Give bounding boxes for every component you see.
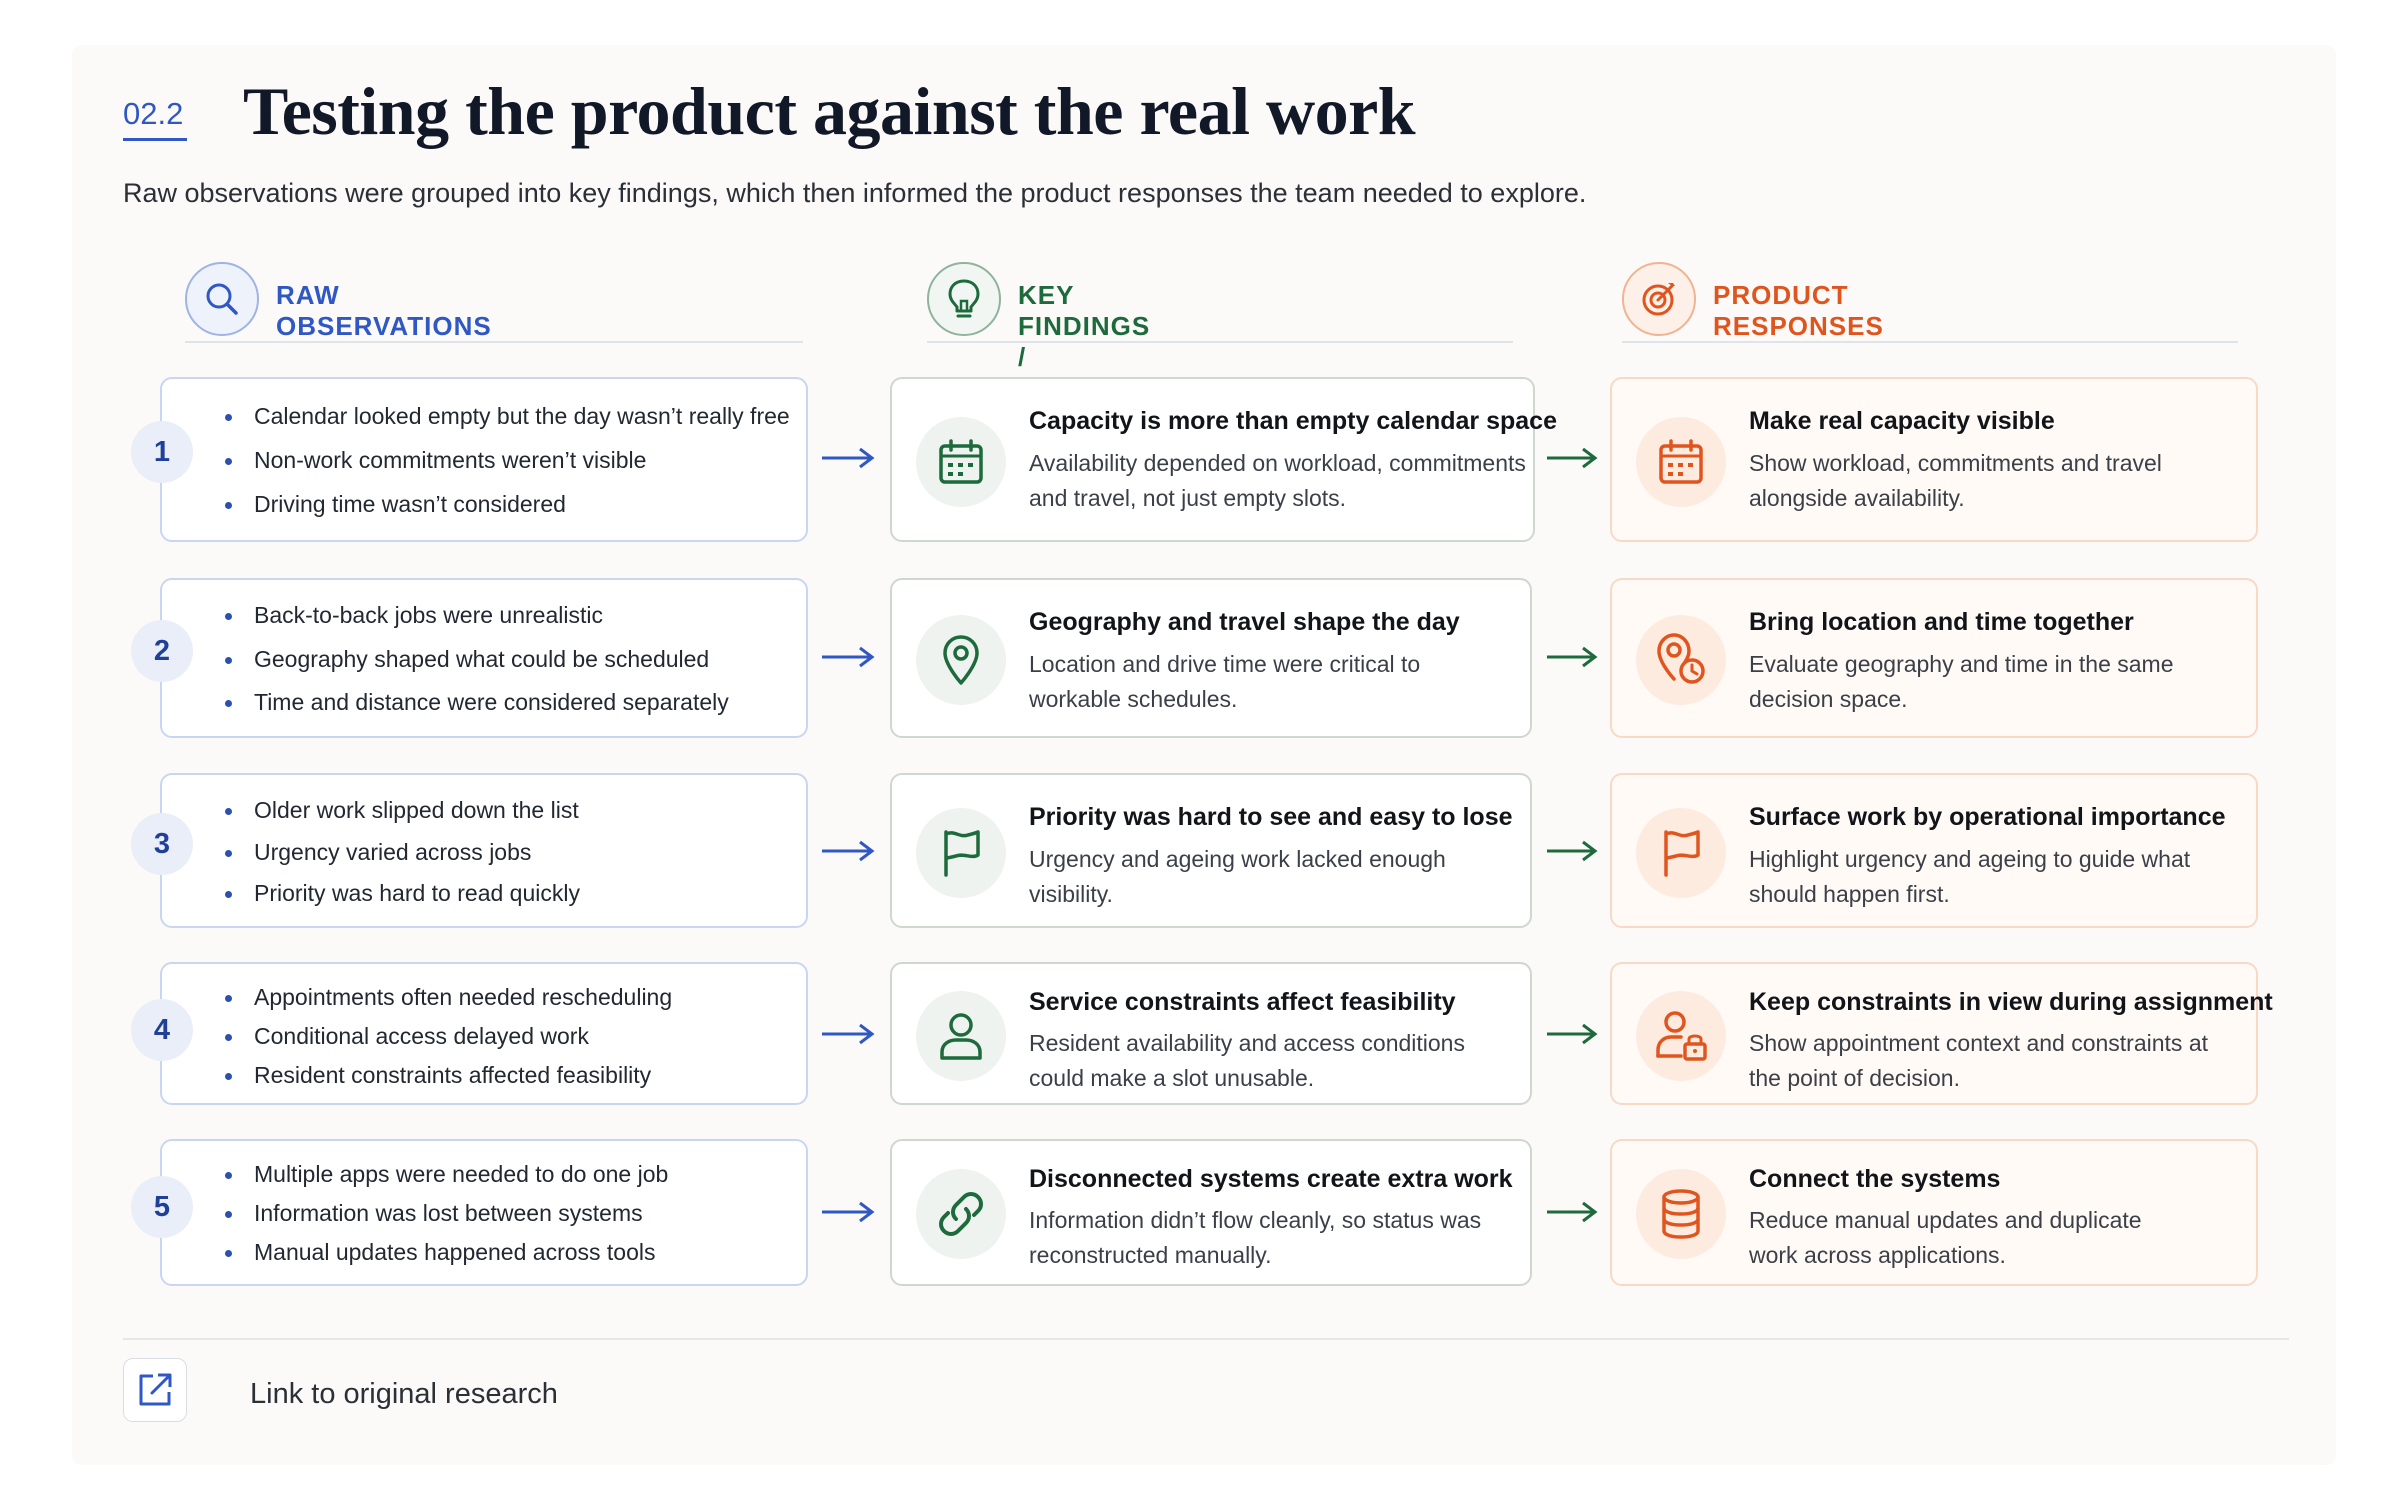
finding-box: Geography and travel shape the day Locat… [890,578,1532,738]
row-number-badge: 2 [131,620,193,682]
page-title: Testing the product against the real wor… [243,73,1416,149]
response-description: Highlight urgency and ageing to guide wh… [1749,846,2191,907]
finding-title: Disconnected systems create extra work [1029,1165,1513,1193]
observations-box: Older work slipped down the list Urgency… [160,773,808,928]
row-number-badge: 4 [131,999,193,1061]
finding-title: Service constraints affect feasibility [1029,988,1456,1016]
arrow-right-icon [822,840,875,862]
user-lock-icon [1636,991,1726,1081]
column-divider [927,341,1513,343]
arrow-right-icon [1547,840,1598,862]
footer-divider [123,1338,2289,1340]
response-description: Show appointment context and constraints… [1749,1030,2209,1091]
row-number-badge: 1 [131,421,193,483]
lightbulb-icon [927,262,1001,336]
observation-item: Multiple apps were needed to do one job [225,1161,668,1188]
row-number-badge: 5 [131,1176,193,1238]
link-icon [916,1169,1006,1259]
user-icon [916,991,1006,1081]
original-research-link[interactable]: Link to original research [250,1378,558,1410]
observation-item: Resident constraints affected feasibilit… [225,1062,651,1089]
search-icon [185,262,259,336]
observation-item: Back-to-back jobs were unrealistic [225,602,603,629]
page-subtitle: Raw observations were grouped into key f… [123,178,1587,208]
observation-item: Conditional access delayed work [225,1023,589,1050]
target-icon [1622,262,1696,336]
finding-title: Capacity is more than empty calendar spa… [1029,407,1557,435]
finding-title: Geography and travel shape the day [1029,608,1460,636]
observations-box: Appointments often needed rescheduling C… [160,962,808,1105]
observation-item: Driving time wasn’t considered [225,491,566,518]
arrow-right-icon [822,447,875,469]
observation-item: Non-work commitments weren’t visible [225,447,646,474]
response-box: Surface work by operational importance H… [1610,773,2258,928]
finding-box: Priority was hard to see and easy to los… [890,773,1532,928]
response-box: Connect the systems Reduce manual update… [1610,1139,2258,1286]
observation-item: Geography shaped what could be scheduled [225,646,709,673]
arrow-right-icon [822,1201,875,1223]
finding-description: Resident availability and access conditi… [1029,1030,1465,1091]
observation-item: Manual updates happened across tools [225,1239,656,1266]
observation-item: Priority was hard to read quickly [225,880,580,907]
column-divider [185,341,803,343]
response-title: Surface work by operational importance [1749,803,2226,831]
flag-icon [1636,808,1726,898]
map-pin-clock-icon [1636,615,1726,705]
column-divider [1622,341,2238,343]
response-title: Make real capacity visible [1749,407,2055,435]
observation-item: Appointments often needed rescheduling [225,984,672,1011]
response-box: Keep constraints in view during assignme… [1610,962,2273,1105]
arrow-right-icon [1547,1023,1598,1045]
response-description: Show workload, commitments and travel al… [1749,450,2162,511]
section-number-underline [123,138,187,141]
response-title: Keep constraints in view during assignme… [1749,988,2273,1016]
observations-box: Calendar looked empty but the day wasn’t… [160,377,808,542]
observation-item: Time and distance were considered separa… [225,689,729,716]
map-pin-icon [916,615,1006,705]
finding-description: Availability depended on workload, commi… [1029,450,1526,511]
response-box: Make real capacity visible Show workload… [1610,377,2258,542]
section-number: 02.2 [123,96,184,131]
response-title: Connect the systems [1749,1165,2001,1193]
observation-item: Information was lost between systems [225,1200,643,1227]
flag-icon [916,808,1006,898]
database-icon [1636,1169,1726,1259]
response-description: Reduce manual updates and duplicate work… [1749,1207,2142,1268]
external-link-icon[interactable] [123,1358,187,1422]
observation-item: Urgency varied across jobs [225,839,531,866]
arrow-right-icon [822,1023,875,1045]
arrow-right-icon [822,646,875,668]
finding-description: Location and drive time were critical to… [1029,651,1421,712]
arrow-right-icon [1547,447,1598,469]
finding-box: Capacity is more than empty calendar spa… [890,377,1557,542]
observations-box: Multiple apps were needed to do one job … [160,1139,808,1286]
calendar-icon [916,417,1006,507]
arrow-right-icon [1547,1201,1598,1223]
column-label-responses: PRODUCT RESPONSES [1713,280,1884,341]
finding-description: Information didn’t flow cleanly, so stat… [1029,1207,1482,1268]
observations-box: Back-to-back jobs were unrealistic Geogr… [160,578,808,738]
response-box: Bring location and time together Evaluat… [1610,578,2258,738]
column-label-observations: RAW OBSERVATIONS [276,280,492,341]
observation-item: Calendar looked empty but the day wasn’t… [225,403,790,430]
calendar-icon [1636,417,1726,507]
finding-box: Disconnected systems create extra work I… [890,1139,1532,1286]
response-title: Bring location and time together [1749,608,2134,636]
response-description: Evaluate geography and time in the same … [1749,651,2174,712]
finding-description: Urgency and ageing work lacked enough vi… [1029,846,1446,907]
finding-title: Priority was hard to see and easy to los… [1029,803,1513,831]
row-number-badge: 3 [131,813,193,875]
arrow-right-icon [1547,646,1598,668]
finding-box: Service constraints affect feasibility R… [890,962,1532,1105]
observation-item: Older work slipped down the list [225,797,579,824]
